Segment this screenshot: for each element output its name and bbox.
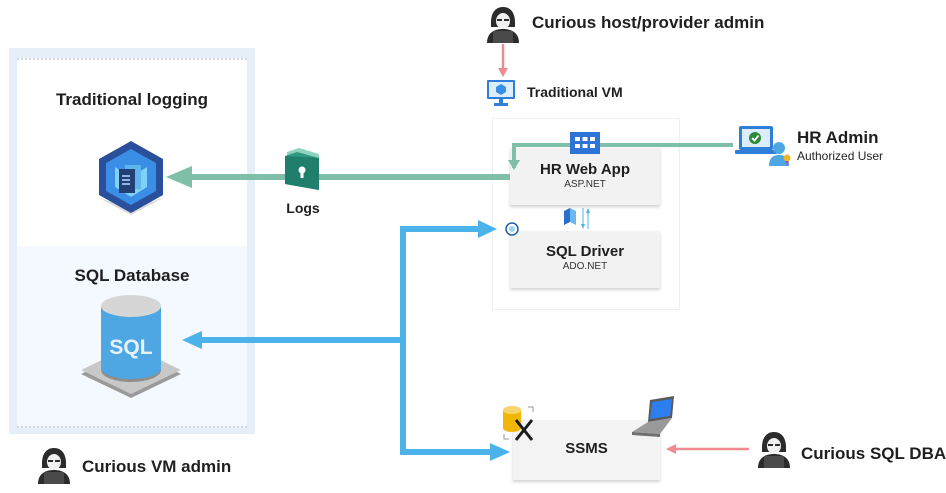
driver-connector-icon <box>505 222 519 236</box>
sql-icon-text: SQL <box>109 336 152 359</box>
hr-web-app-card[interactable]: HR Web App ASP.NET <box>510 148 660 205</box>
hr-admin-label: HR Admin <box>797 128 879 147</box>
traditional-logging-title: Traditional logging <box>55 90 209 109</box>
authorized-user-laptop-icon <box>735 126 791 166</box>
logs-label: Logs <box>286 200 320 216</box>
traditional-vm-label: Traditional VM <box>527 84 623 100</box>
sql-driver-card[interactable]: SQL Driver ADO.NET <box>510 231 660 288</box>
host-admin-label: Curious host/provider admin <box>532 13 765 32</box>
laptop-icon <box>632 396 674 437</box>
log-analytics-icon <box>97 141 165 215</box>
ssms-title: SSMS <box>565 440 608 457</box>
sql-dba-label: Curious SQL DBA <box>801 444 946 463</box>
green-flow-webapp-to-logging <box>166 166 510 188</box>
web-app-grid-icon <box>570 132 600 154</box>
blue-flow-network <box>182 220 510 461</box>
monitor-vm-icon <box>487 80 515 106</box>
red-flow-dba-to-ssms <box>666 444 749 454</box>
sql-database-title: SQL Database <box>74 266 190 285</box>
hr-web-app-subtitle: ASP.NET <box>564 179 606 190</box>
sql-driver-subtitle: ADO.NET <box>562 261 608 272</box>
webapp-driver-link <box>581 208 590 229</box>
driver-icon <box>564 208 576 225</box>
hacker-icon-host-admin <box>487 7 519 43</box>
green-flow-hr-admin-to-webapp <box>508 139 733 170</box>
red-flow-host-admin-to-vm <box>498 44 508 77</box>
hacker-icon-sql-dba <box>758 432 790 468</box>
sql-database-icon: SQL <box>81 295 181 398</box>
hr-web-app-title: HR Web App <box>540 161 630 178</box>
database-tools-icon <box>503 406 534 441</box>
vm-admin-label: Curious VM admin <box>82 457 232 476</box>
locked-folder-icon <box>285 148 319 190</box>
hacker-icon-vm-admin <box>38 448 70 484</box>
sql-driver-title: SQL Driver <box>545 243 625 260</box>
hr-admin-sublabel: Authorized User <box>797 149 884 163</box>
